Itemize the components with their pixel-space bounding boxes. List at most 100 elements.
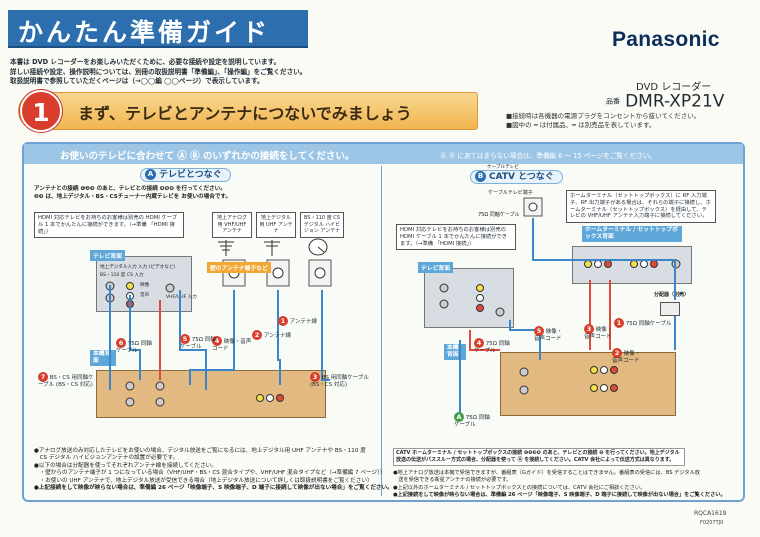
recorder-back-panel-b	[500, 352, 676, 416]
brand-logo: Panasonic	[612, 28, 720, 51]
note-line: ■図中の ━ は付属品、━ は別売品を表しています。	[506, 121, 656, 129]
note-line: ■接続時は各機器の電源プラグをコンセントから抜いてください。	[506, 112, 701, 120]
splitter-icon	[660, 302, 680, 316]
cable-b-2: 2 映像・音声コード	[612, 348, 642, 365]
footnote-line: ●アナログ放送のみ対応したテレビをお使いの場合、デジタル放送をご覧になるには、地…	[34, 448, 366, 454]
cable-a-5: 5 75Ω 同軸ケーブル	[180, 334, 220, 351]
model-number-row: 品番 DMR-XP21V	[606, 91, 724, 112]
intro-line: 取扱説明書で参照していただくページは（→◯◯編 ◯◯ページ）で表示しています。	[10, 77, 264, 86]
cable-a-4: 4 映像・音声コード	[212, 336, 252, 353]
document-code: RQCA1619	[694, 510, 727, 517]
section-b-hdmi-callout: HDMI 対応テレビをお持ちのお客様は別売の HDMI ケーブル 1 本でかんた…	[396, 224, 516, 251]
tv-port-audio: 音声	[140, 293, 150, 298]
cable-number: 1	[278, 316, 288, 326]
step-title: まず、テレビとアンテナにつないでみましょう	[78, 104, 412, 123]
section-b-order-box	[393, 448, 685, 466]
intro-line: 詳しい接続や設定、操作説明については、別冊の取扱説明書「準備編」、「操作編」をご…	[10, 67, 307, 76]
section-b-order-1: CATV ホームターミナル / セットトップボックスの接続 ❶❷❸❹ のあと、テ…	[396, 450, 680, 456]
footnote-line: ●上記接続をして映像が映らない場合は、準備編 26 ページ「映像端子、S 映像端…	[34, 485, 393, 492]
cable-label: 映像・音声コード	[584, 327, 613, 340]
step-notes: ■接続時は各機器の電源プラグをコンセントから抜いてください。 ■図中の ━ は付…	[506, 112, 700, 130]
footnote-line: ●地上アナログ放送は本機で受信できますが、番組表（Gガイド）を受信することはでき…	[393, 470, 700, 476]
cable-number: 7	[38, 372, 48, 382]
model-number: DMR-XP21V	[625, 91, 725, 112]
cable-a-3: 3 BS 用同軸ケーブル (BS・CS 対応)	[310, 372, 378, 389]
cable-label: 75Ω 同軸ケーブル	[116, 341, 152, 354]
antenna-bs-cs: BS・110 度 CS デジタル ハイビジョン アンテナ	[300, 212, 344, 238]
footnote-line: ・壁からのアンテナ端子が 1 つになっている場合（VHF/UHF・BS・CS 混…	[34, 470, 386, 477]
tv-back-tag-a: テレビ背面	[90, 250, 125, 261]
section-a-order-2: ❷❸ は、地上デジタル・BS・CSチューナー内蔵テレビを お使いの場合です。	[34, 194, 232, 200]
section-a-title-text: テレビとつなぐ	[159, 170, 222, 180]
step-banner	[18, 92, 478, 130]
tv-port-bs-cs: BS・110 度 CS 入力	[100, 273, 144, 278]
cables-diagram-b	[459, 218, 676, 415]
cable-label: 75Ω 同軸ケーブル	[454, 415, 490, 428]
intro-text: 本書は DVD レコーダーをお楽しみいただくために、必要な接続や設定を説明してい…	[10, 58, 550, 87]
section-a-order-1: アンテナとの接続 ❶❷❸ のあと、テレビとの接続 ❹❺❻ を行ってください。	[34, 186, 226, 192]
section-a-footnotes: ●アナログ放送のみ対応したテレビをお使いの場合、デジタル放送をご覧になるには、地…	[34, 448, 393, 492]
cable-label: BS 用同軸ケーブル (BS・CS 対応)	[310, 375, 369, 388]
wall-outlets	[222, 259, 332, 287]
cable-b-a: A 75Ω 同軸ケーブル	[454, 412, 490, 429]
tv-back-panel-b	[424, 268, 514, 328]
tv-connectors-b	[439, 283, 505, 317]
guide-title: かんたん準備ガイド	[8, 10, 308, 48]
footnote-line: ●以下の場合は分配器を使ってそれぞれアンテナ線を接続してください。	[34, 462, 217, 469]
section-a-hdmi-callout: HDMI 対応テレビをお持ちのお客様は別売の HDMI ケーブル 1 本でかんた…	[34, 212, 184, 239]
cable-number: 1	[614, 318, 624, 328]
recorder-connectors-b	[519, 366, 618, 395]
footnote-line: ●上記接続をして映像が映らない場合は、準備編 26 ページ「映像端子、S 映像端…	[393, 492, 726, 499]
cable-number: 5	[180, 334, 190, 344]
tv-port-vhf-uhf: VHF/UHF 入力	[166, 295, 197, 300]
dish-antenna-icon	[308, 238, 328, 256]
cable-number: A	[454, 412, 464, 422]
cable-b-3: 3 映像・音声コード	[584, 324, 614, 341]
stb-rf-note: ホームターミナル（セットトップボックス）に RF 入力端子、RF 出力端子がある…	[566, 190, 716, 224]
cable-label: 映像・音声コード	[212, 339, 252, 352]
cable-tv-jack-label: ケーブルテレビ端子	[488, 190, 533, 196]
cable-a-7: 7 BS・CS 用同軸ケーブル (BS・CS 対応)	[38, 372, 94, 389]
cable-label: 75Ω 同軸ケーブル	[474, 341, 510, 354]
cable-number: 4	[474, 338, 484, 348]
tv-back-tag-b: テレビ背面	[418, 262, 453, 273]
cable-label: アンテナ線	[263, 333, 292, 339]
cable-b-1: 1 75Ω 同軸ケーブル	[614, 318, 671, 328]
stb-back-tag: ホームターミナル / セットトップボックス背面	[582, 226, 682, 242]
section-b-order-2: 放送の伝送がパススルー方式の場合、分配器を使って Ⓐ を接続してください。CAT…	[396, 457, 675, 463]
cable-label: 映像・音声コード	[534, 329, 563, 342]
connection-panel-header	[24, 144, 743, 164]
cable-number: 4	[212, 336, 222, 346]
cable-b-5: 5 映像・音声コード	[534, 326, 564, 343]
antenna-vhf-uhf: 地上アナログ用 VHF/UHF アンテナ	[212, 212, 252, 238]
cable-a-2: 2 アンテナ線	[252, 330, 291, 340]
cable-label: 75Ω 同軸ケーブル	[180, 337, 216, 350]
cable-a-6: 6 75Ω 同軸ケーブル	[116, 338, 152, 355]
footnote-line: ・お使いの UHF アンテナで、地上デジタル放送が受信できる場合（地上デジタル放…	[34, 477, 373, 484]
cable-label: アンテナ線	[289, 319, 318, 325]
section-divider	[381, 166, 382, 496]
cable-number: 3	[310, 372, 320, 382]
uhf-antenna-icon	[264, 240, 280, 256]
cable-number: 6	[116, 338, 126, 348]
cable-number: 2	[612, 348, 622, 358]
recorder-connectors-a	[125, 381, 284, 407]
section-b-badge: B	[475, 171, 486, 182]
cable-number: 2	[252, 330, 262, 340]
cable-a-1: 1 アンテナ線	[278, 316, 317, 326]
print-code: F0207TJ0	[700, 520, 724, 526]
cable-label: 75Ω 同軸ケーブル	[625, 321, 672, 327]
wall-antenna-tag: 壁のアンテナ端子など	[207, 262, 271, 273]
footnote-line: ●上記以外のホームターミナル / セットトップボックスとの接続については、CAT…	[393, 484, 646, 491]
splitter-label: 分配器（別売）	[654, 292, 690, 298]
step-number: 1	[20, 90, 62, 132]
antenna-icons	[218, 238, 328, 256]
cable-label: BS・CS 用同軸ケーブル (BS・CS 対応)	[38, 375, 94, 388]
section-b-footnotes: ●地上アナログ放送は本機で受信できますが、番組表（Gガイド）を受信することはでき…	[393, 470, 726, 500]
connection-heading: お使いのテレビに合わせて Ⓐ Ⓑ のいずれかの接続をしてください。	[60, 151, 355, 162]
cable-tv-jack-icon	[523, 197, 543, 217]
section-b-title-text: CATV とつなぐ	[489, 172, 554, 182]
cable-number: 5	[534, 326, 544, 336]
